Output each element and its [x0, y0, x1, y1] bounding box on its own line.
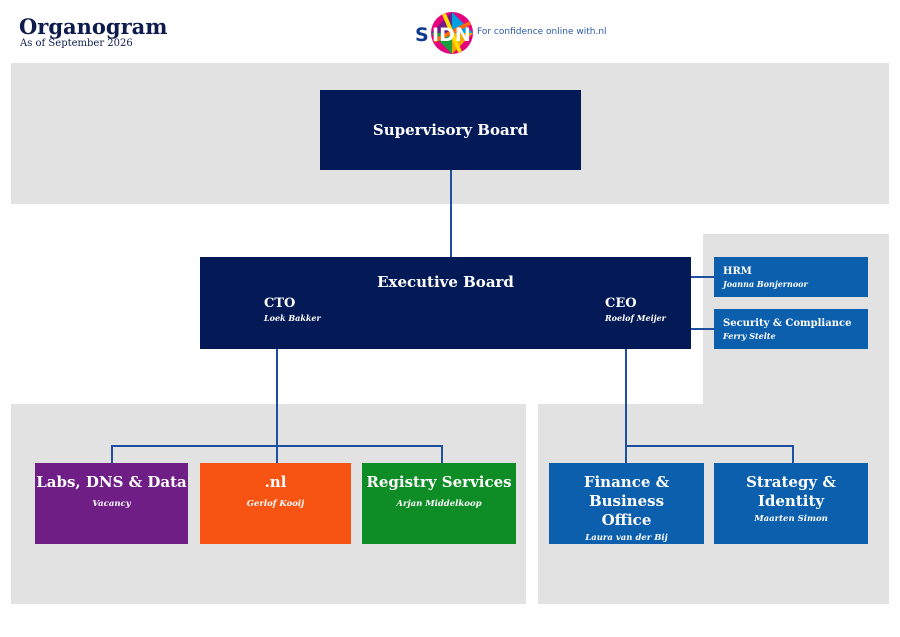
unit-strategy-identity[interactable]: Strategy & Identity Maarten Simon: [714, 463, 868, 544]
connector-hrm: [690, 276, 714, 278]
ceo-name: Roelof Meijer: [605, 313, 666, 323]
page-subtitle: As of September 2026: [20, 38, 133, 49]
cto-name: Loek Bakker: [264, 313, 321, 323]
connector-finance: [625, 445, 627, 463]
connector-security: [690, 328, 714, 330]
ceo-role: CEO: [605, 296, 637, 311]
cto-role: CTO: [264, 296, 296, 311]
unit-person: Laura van der Bij: [585, 533, 668, 543]
unit-person: Maarten Simon: [754, 514, 828, 524]
connector-supervisory-executive: [450, 170, 452, 258]
unit-registry-services[interactable]: Registry Services Arjan Middelkoop: [362, 463, 516, 544]
staff-box-security[interactable]: Security & Compliance Ferry Stelte: [714, 309, 868, 349]
page-title: Organogram: [19, 14, 168, 39]
unit-name: .nl: [264, 473, 287, 491]
unit-name: Strategy & Identity: [746, 473, 836, 510]
unit-person: Vacancy: [92, 499, 131, 509]
staff-person: Joanna Bonjernoor: [723, 279, 808, 289]
unit-labs-dns-data[interactable]: Labs, DNS & Data Vacancy: [35, 463, 188, 544]
connector-ceo-down: [625, 348, 627, 446]
executive-board-label: Executive Board: [377, 273, 514, 291]
supervisory-board-label: Supervisory Board: [372, 120, 529, 139]
connector-ceo-horizontal: [625, 445, 794, 447]
connector-labs: [111, 445, 113, 463]
unit-name: Labs, DNS & Data: [36, 473, 187, 491]
svg-text:S: S: [415, 24, 429, 46]
executive-board-box[interactable]: Executive Board CTO Loek Bakker CEO Roel…: [200, 257, 691, 349]
unit-person: Arjan Middelkoop: [396, 499, 482, 509]
logo-tagline: For confidence online with.nl: [477, 27, 607, 37]
svg-text:IDN: IDN: [432, 24, 471, 46]
unit-nl[interactable]: .nl Gerlof Kooij: [200, 463, 351, 544]
sidn-logo: S IDN: [414, 11, 474, 55]
unit-finance-business-office[interactable]: Finance & Business Office Laura van der …: [549, 463, 704, 544]
connector-nl: [276, 445, 278, 463]
connector-strategy: [792, 445, 794, 463]
connector-cto-down: [276, 348, 278, 446]
staff-title: Security & Compliance: [723, 318, 852, 329]
staff-title: HRM: [723, 266, 752, 277]
staff-box-hrm[interactable]: HRM Joanna Bonjernoor: [714, 257, 868, 297]
unit-person: Gerlof Kooij: [246, 499, 305, 509]
supervisory-board-box[interactable]: Supervisory Board: [320, 90, 581, 170]
staff-person: Ferry Stelte: [723, 331, 776, 341]
connector-registry: [441, 445, 443, 463]
unit-name: Finance & Business Office: [583, 473, 670, 529]
unit-name: Registry Services: [366, 473, 512, 491]
